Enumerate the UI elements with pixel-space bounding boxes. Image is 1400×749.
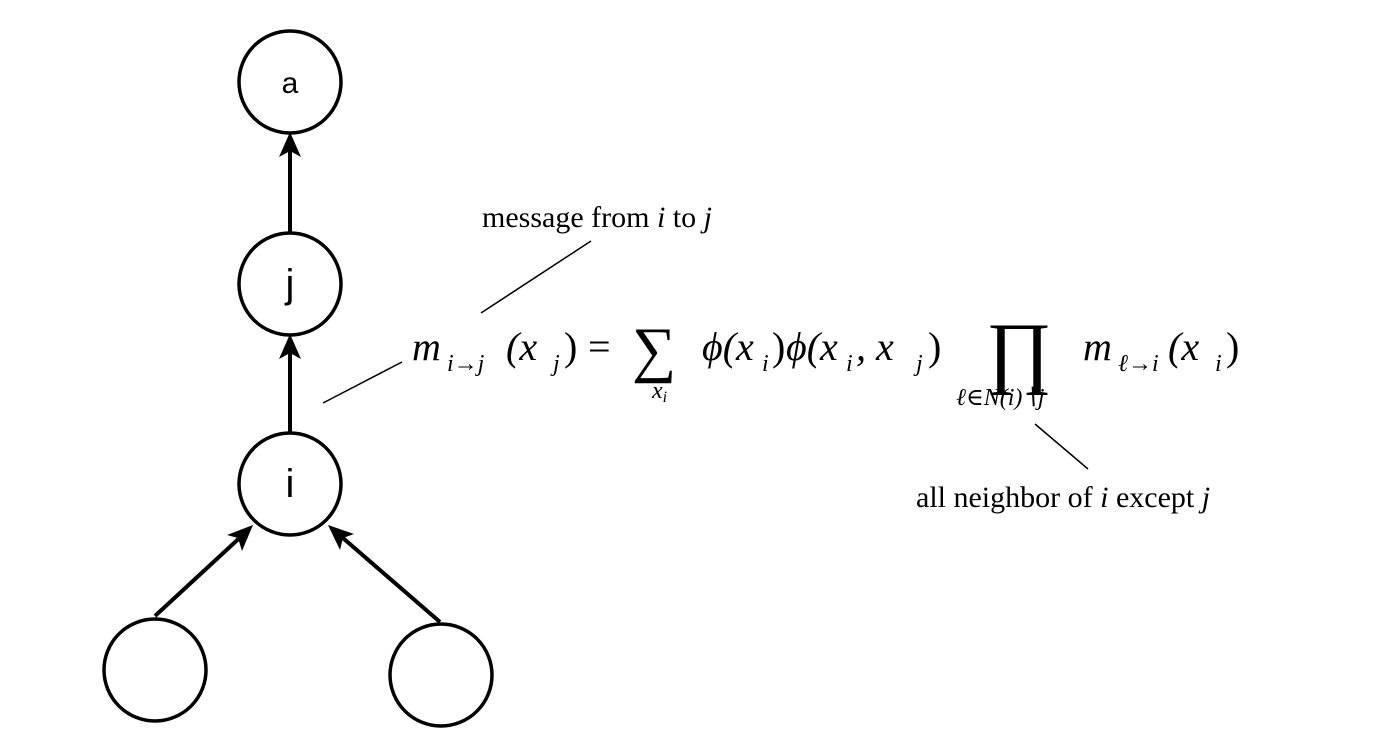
message-annotation: message from i to j <box>482 201 712 234</box>
equation-prod-sub: ℓ∈N(i)∖j <box>956 385 1045 411</box>
message-equation: m i→j (x j ) = ∑ xi ϕ(x i ) ϕ(x i , x j … <box>412 308 1239 411</box>
equation-rhs-arg-close: ) <box>1226 324 1239 369</box>
equation-rhs-arg-sub: i <box>1215 351 1222 377</box>
equation-rhs-sub: ℓ→i <box>1118 351 1159 377</box>
equation-lhs-arg: (x <box>506 324 537 369</box>
equation-rhs-arg: (x <box>1168 324 1199 369</box>
arrowhead-i-to-j <box>279 334 301 359</box>
equation-phi2-close: ) <box>928 324 941 369</box>
arrowhead-right-to-i <box>328 525 354 550</box>
node-j: j <box>237 231 343 337</box>
equation-phi2-sub: i <box>846 351 853 377</box>
node-a: a <box>237 29 343 135</box>
equation-prod-symbol: ∏ <box>986 308 1052 396</box>
equation-equals: = <box>588 324 611 369</box>
equation-rhs-m: m <box>1083 324 1112 369</box>
edge-right-to-i <box>334 530 442 624</box>
node-left-child <box>102 617 208 723</box>
node-i-label: i <box>286 462 295 506</box>
arrowhead-j-to-a <box>279 132 301 157</box>
equation-sum-symbol: ∑ <box>632 316 676 384</box>
equation-lhs-arg-sub: j <box>550 351 560 377</box>
edge-left-to-i <box>153 530 248 618</box>
neighbors-label-pointer <box>1034 423 1089 470</box>
equation-phi1: ϕ(x <box>702 324 754 369</box>
node-a-label: a <box>282 67 299 100</box>
node-j-label: j <box>285 262 295 306</box>
equation-phi2-sub2: j <box>913 351 923 377</box>
graph-edges <box>153 132 442 624</box>
equation-lhs-arg-close: ) <box>564 324 577 369</box>
node-right-child <box>388 622 494 728</box>
arrowhead-left-to-i <box>227 525 253 551</box>
equation-sum-sub: xi <box>651 378 667 406</box>
neighbors-annotation: all neighbor of i except j <box>916 481 1210 514</box>
equation-phi2: ϕ(x <box>786 324 838 369</box>
equation-pointer <box>322 361 403 404</box>
equation-phi1-close: ) <box>772 324 785 369</box>
equation-lhs-sub: i→j <box>447 351 485 377</box>
node-i: i <box>237 431 343 537</box>
equation-lhs-m: m <box>412 324 441 369</box>
equation-phi2-mid: , x <box>856 324 894 369</box>
equation-phi1-sub: i <box>762 351 769 377</box>
message-label-pointer <box>480 240 592 314</box>
